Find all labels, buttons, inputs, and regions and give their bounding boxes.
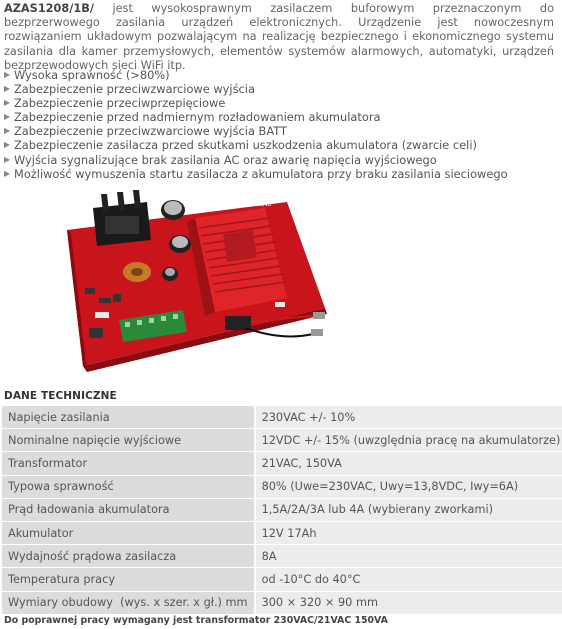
spec-label: Napięcie zasilania bbox=[2, 406, 256, 430]
spec-label: Akumulator bbox=[2, 521, 256, 546]
spec-label: Prąd ładowania akumulatora bbox=[2, 498, 256, 522]
product-description: AZAS1208/1B/ jest wysokosprawnym zasilac… bbox=[4, 2, 554, 73]
board-label: AZAS1208/1B bbox=[237, 202, 272, 208]
description-text: jest wysokosprawnym zasilaczem buforowym… bbox=[4, 2, 554, 72]
triangle-bullet-icon: ▶ bbox=[4, 112, 11, 122]
product-model: AZAS1208/1B/ bbox=[4, 2, 94, 15]
triangle-bullet-icon: ▶ bbox=[4, 98, 11, 108]
feature-item: ▶Zabezpieczenie przed nadmiernym rozłado… bbox=[4, 110, 381, 125]
feature-item: ▶Wysoka sprawność (>80%) bbox=[4, 68, 170, 82]
spec-value: 230VAC +/- 10% bbox=[255, 406, 562, 430]
triangle-bullet-icon: ▶ bbox=[4, 84, 11, 94]
feature-item: ▶Zabezpieczenie zasilacza przed skutkami… bbox=[4, 138, 477, 153]
feature-list: ▶Wysoka sprawność (>80%) ▶Zabezpieczenie… bbox=[4, 68, 508, 181]
wire-terminal bbox=[311, 329, 323, 336]
spec-value: 300 × 320 × 90 mm bbox=[255, 591, 562, 615]
inductor-coil bbox=[123, 262, 151, 282]
transistor-heatsink bbox=[93, 190, 151, 246]
feature-item: ▶Możliwość wymuszenia startu zasilacza z… bbox=[4, 166, 508, 181]
spec-label: Transformator bbox=[2, 452, 256, 476]
feature-item: ▶Zabezpieczenie przeciwzwarciowe wyjścia bbox=[4, 82, 255, 97]
feature-item: ▶Zabezpieczenie przeciwzwarciowe wyjścia… bbox=[4, 124, 287, 139]
triangle-bullet-icon: ▶ bbox=[4, 126, 11, 136]
spec-value: 8A bbox=[255, 545, 562, 569]
black-wire bbox=[244, 327, 314, 338]
heatsink bbox=[187, 208, 287, 316]
wire-terminal bbox=[313, 312, 325, 319]
triangle-bullet-icon: ▶ bbox=[4, 140, 11, 150]
feature-item: ▶Zabezpieczenie przeciwprzepięciowe bbox=[4, 96, 226, 111]
spec-value: 12V 17Ah bbox=[255, 521, 562, 546]
terminal-block bbox=[119, 310, 187, 342]
spec-label: Typowa sprawność bbox=[2, 475, 256, 499]
spec-value: 12VDC +/- 15% (uwzględnia pracę na akumu… bbox=[255, 429, 562, 453]
capacitors bbox=[161, 200, 191, 281]
spec-label: Wydajność prądowa zasilacza bbox=[2, 545, 256, 569]
triangle-bullet-icon: ▶ bbox=[4, 70, 11, 79]
power-supply-photo: AZAS1208/1B bbox=[67, 190, 327, 372]
triangle-bullet-icon: ▶ bbox=[4, 168, 11, 178]
spec-value: 21VAC, 150VA bbox=[255, 452, 562, 476]
spec-value: 1,5A/2A/3A lub 4A (wybierany zworkami) bbox=[255, 498, 562, 522]
section-title: DANE TECHNICZNE bbox=[4, 390, 117, 402]
spec-label: Nominalne napięcie wyjściowe bbox=[2, 429, 256, 453]
red-wire bbox=[250, 315, 318, 323]
footer-note: Do poprawnej pracy wymagany jest transfo… bbox=[4, 615, 388, 626]
spec-label: Wymiary obudowy (wys. x szer. x gł.) mm bbox=[2, 591, 256, 615]
spec-value: 80% (Uwe=230VAC, Uwy=13,8VDC, Iwy=6A) bbox=[255, 475, 562, 499]
spec-value: od -10°C do 40°C bbox=[255, 568, 562, 592]
feature-item: ▶Wyjścia sygnalizujące brak zasilania AC… bbox=[4, 152, 437, 167]
spec-label: Temperatura pracy bbox=[2, 568, 256, 592]
battery-connector bbox=[225, 316, 251, 330]
triangle-bullet-icon: ▶ bbox=[4, 154, 11, 164]
